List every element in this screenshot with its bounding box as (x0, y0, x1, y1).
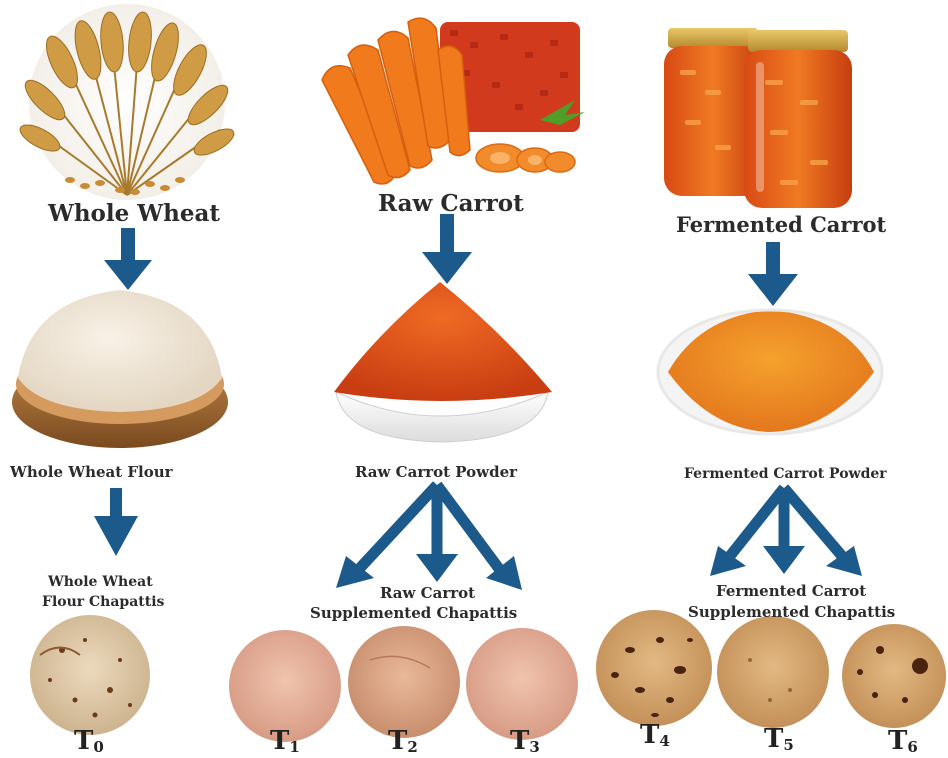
raw-carrot-powder-image (334, 282, 552, 442)
whole-wheat-image (16, 4, 237, 200)
chapatti-t0-image (30, 615, 150, 735)
arrow-raw-powder-branches (336, 485, 522, 590)
whole-wheat-flour-label: Whole Wheat Flour (10, 463, 173, 481)
raw-supplemented-label-line2: Supplemented Chapattis (310, 604, 517, 622)
treatment-t0-label: T0 (74, 726, 104, 756)
treatment-t3-label: T3 (510, 726, 540, 756)
fermented-supplemented-label-line2: Supplemented Chapattis (688, 603, 895, 621)
control-chapattis-label-line2: Flour Chapattis (42, 594, 164, 610)
treatment-t4-label: T4 (640, 720, 670, 750)
treatment-t2-label: T2 (388, 726, 418, 756)
treatment-t1-label: T1 (270, 726, 300, 756)
arrow-fermented-carrot-to-powder (748, 242, 798, 306)
raw-supplemented-label-line1: Raw Carrot (380, 584, 475, 602)
arrow-raw-carrot-to-powder (422, 214, 472, 284)
raw-carrot-powder-label: Raw Carrot Powder (355, 463, 517, 481)
raw-carrot-label: Raw Carrot (378, 190, 524, 217)
arrow-fermented-powder-branches (710, 488, 862, 576)
control-chapattis-label-line1: Whole Wheat (48, 574, 153, 590)
whole-wheat-label: Whole Wheat (48, 200, 220, 227)
fermented-carrot-label: Fermented Carrot (676, 212, 886, 237)
chapatti-t5-image (717, 616, 829, 728)
arrow-wheat-to-flour (104, 228, 152, 290)
arrow-flour-to-control (94, 488, 138, 556)
raw-carrot-image (322, 18, 585, 184)
fermented-supplemented-label-line1: Fermented Carrot (716, 582, 866, 600)
fermented-carrot-powder-image (658, 310, 882, 434)
chapatti-t4-image (596, 610, 712, 726)
chapatti-t2-image (348, 626, 460, 738)
whole-wheat-flour-image (12, 290, 228, 448)
chapatti-t6-image (842, 624, 946, 728)
chapatti-t3-image (466, 628, 578, 740)
treatment-t5-label: T5 (764, 724, 794, 754)
fermented-carrot-jars-image (664, 28, 852, 208)
fermented-carrot-powder-label: Fermented Carrot Powder (684, 466, 887, 482)
treatment-t6-label: T6 (888, 726, 918, 756)
